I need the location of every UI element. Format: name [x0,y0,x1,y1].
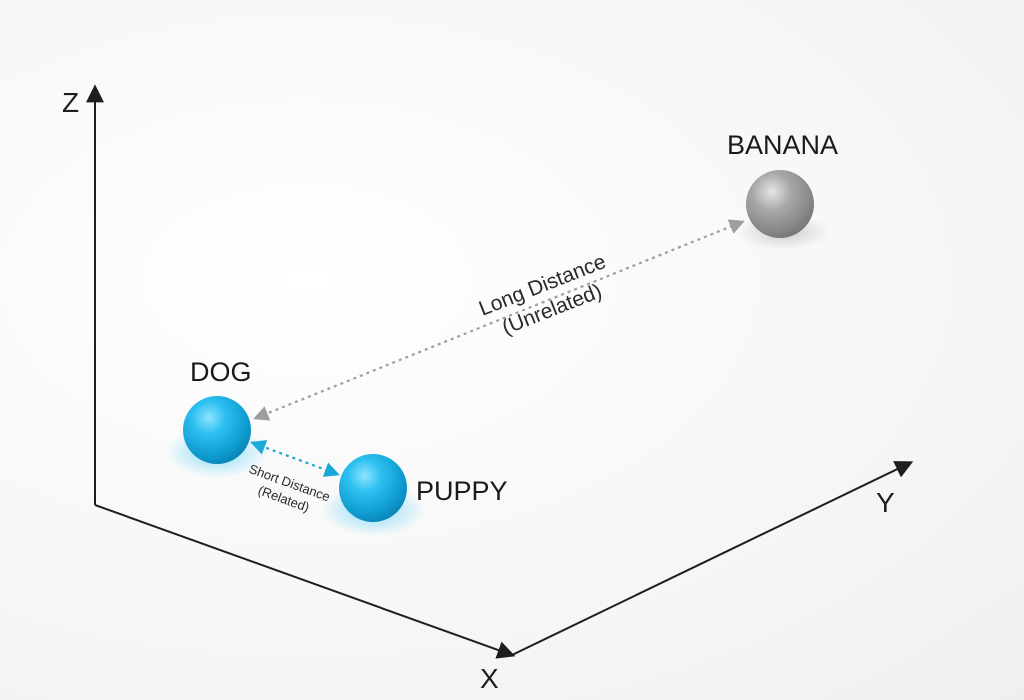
banana-node: BANANA [727,130,838,250]
x-axis-label: X [480,663,499,694]
y-axis [511,461,914,656]
long-distance-arrow [253,219,745,421]
z-axis-label: Z [62,87,79,118]
long-distance-connector: Long Distance (Unrelated) [253,219,745,421]
puppy-sphere [339,454,407,522]
axes: Z X Y [62,84,914,694]
puppy-node: PUPPY [321,454,508,536]
y-axis-label: Y [876,487,895,518]
banana-label: BANANA [727,130,838,160]
banana-sphere [746,170,814,238]
dog-label: DOG [190,357,252,387]
dog-sphere [183,396,251,464]
x-axis [94,504,516,659]
puppy-label: PUPPY [416,476,508,506]
dog-node: DOG [165,357,269,478]
